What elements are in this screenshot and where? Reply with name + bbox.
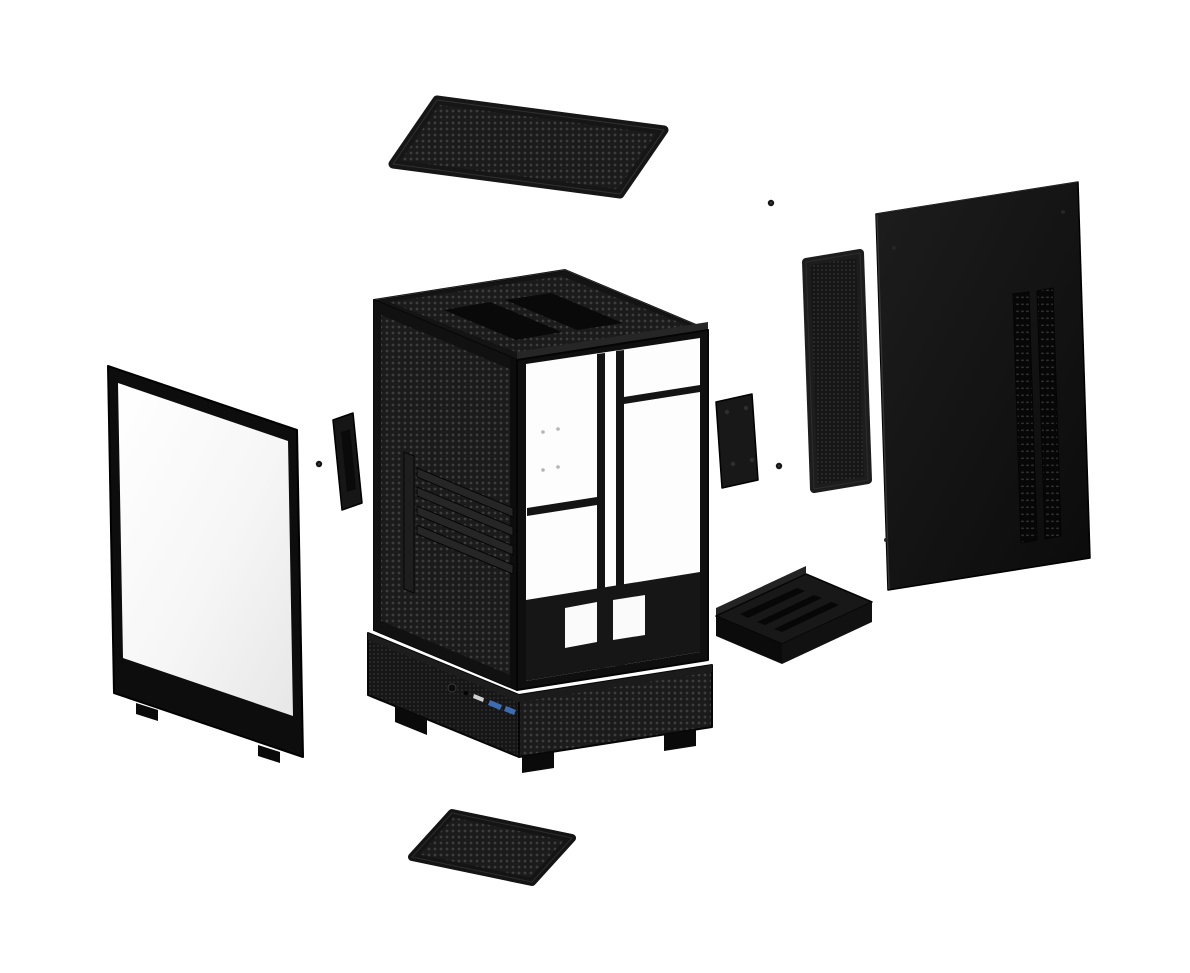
bottom-filter-rim bbox=[411, 812, 573, 883]
steel-panel-vent-strip-2 bbox=[1036, 287, 1062, 540]
cable-grommet-1 bbox=[565, 602, 597, 648]
rear-top-band bbox=[374, 300, 517, 372]
bottom-dust-filter bbox=[408, 809, 576, 886]
thumbscrew-head-detail bbox=[317, 462, 321, 466]
bracket-left-wall bbox=[716, 616, 782, 664]
cover-plate-hole bbox=[743, 405, 749, 411]
audio-jack-icon bbox=[463, 690, 469, 696]
psu-drive-bracket bbox=[715, 566, 873, 664]
standoff-mark bbox=[541, 468, 545, 472]
steel-panel-top-highlight bbox=[875, 181, 1079, 215]
steel-side-panel bbox=[875, 181, 1091, 591]
rear-left-band bbox=[374, 300, 381, 633]
usb-a-port-icon bbox=[488, 700, 502, 710]
bracket-slot bbox=[341, 429, 356, 492]
panel-screw-hole bbox=[1061, 210, 1065, 214]
top-filter-rim bbox=[392, 99, 665, 195]
accessory-cover-plate bbox=[715, 393, 759, 489]
power-button-icon bbox=[447, 683, 457, 693]
main-chassis bbox=[367, 269, 713, 773]
cover-plate-hole bbox=[724, 409, 730, 415]
standoff-mark bbox=[541, 430, 545, 434]
front-io-cluster bbox=[447, 683, 516, 715]
bracket-rear-flange bbox=[716, 566, 806, 616]
pcie-slot-cover bbox=[416, 486, 514, 537]
rear-right-band bbox=[510, 357, 517, 690]
bracket-slot bbox=[740, 588, 805, 618]
pcie-slot-cover bbox=[416, 524, 514, 575]
interior-crossbar-left bbox=[527, 497, 597, 516]
pcie-slot-cover bbox=[416, 467, 514, 518]
bracket-front-wall bbox=[782, 602, 872, 664]
front-glass-lip bbox=[517, 322, 708, 360]
case-foot bbox=[395, 706, 427, 735]
usb-c-port-icon bbox=[473, 694, 484, 702]
bracket-slot bbox=[757, 595, 822, 625]
base-side-rim bbox=[519, 665, 712, 702]
thumbscrews bbox=[767, 199, 783, 470]
top-dust-filter bbox=[388, 95, 669, 199]
panel-screw-hole bbox=[884, 538, 888, 542]
glass-side-panel bbox=[107, 365, 304, 763]
chassis-open-side bbox=[516, 329, 709, 691]
chassis-base bbox=[367, 632, 713, 773]
steel-panel-vent-strip-1 bbox=[1012, 291, 1038, 544]
top-filter-mesh bbox=[388, 95, 669, 199]
cover-plate-hole bbox=[730, 461, 736, 467]
steel-panel-edge-highlight bbox=[876, 214, 890, 590]
cover-plate-body bbox=[715, 393, 759, 489]
cover-plate-hole bbox=[749, 457, 755, 463]
top-fan-cutout-2 bbox=[505, 293, 623, 330]
glass-panel-tab-left bbox=[136, 703, 158, 721]
gpu-bracket-bar bbox=[403, 451, 415, 594]
thumbscrew-head-detail bbox=[769, 201, 773, 205]
usb-a-port-icon bbox=[504, 706, 516, 715]
glass-panel-tab-right bbox=[258, 745, 280, 763]
bracket-slot bbox=[774, 602, 839, 632]
glass-panel-pane bbox=[118, 383, 293, 716]
side-filter-mesh bbox=[802, 249, 872, 493]
bottom-filter-mesh bbox=[408, 809, 576, 886]
chassis-rear-panel bbox=[373, 299, 518, 691]
top-fan-cutout-1 bbox=[444, 302, 562, 340]
base-front-rim bbox=[368, 633, 519, 702]
pcie-slot-cover bbox=[416, 505, 514, 556]
case-foot bbox=[522, 752, 554, 773]
cable-grommet-2 bbox=[613, 595, 645, 640]
standoff-mark bbox=[556, 465, 560, 469]
case-foot bbox=[664, 730, 696, 751]
side-filter-rim bbox=[805, 252, 869, 490]
thumbscrew-head-detail bbox=[777, 464, 781, 468]
standoff-mark bbox=[556, 427, 560, 431]
accessory-bracket-left bbox=[315, 412, 363, 511]
side-mesh-filter bbox=[802, 249, 872, 493]
interior-crossbar-right bbox=[624, 385, 700, 404]
top-face-rim-highlight bbox=[373, 269, 709, 331]
rear-bottom-band bbox=[374, 618, 517, 690]
panel-screw-hole bbox=[892, 246, 896, 250]
